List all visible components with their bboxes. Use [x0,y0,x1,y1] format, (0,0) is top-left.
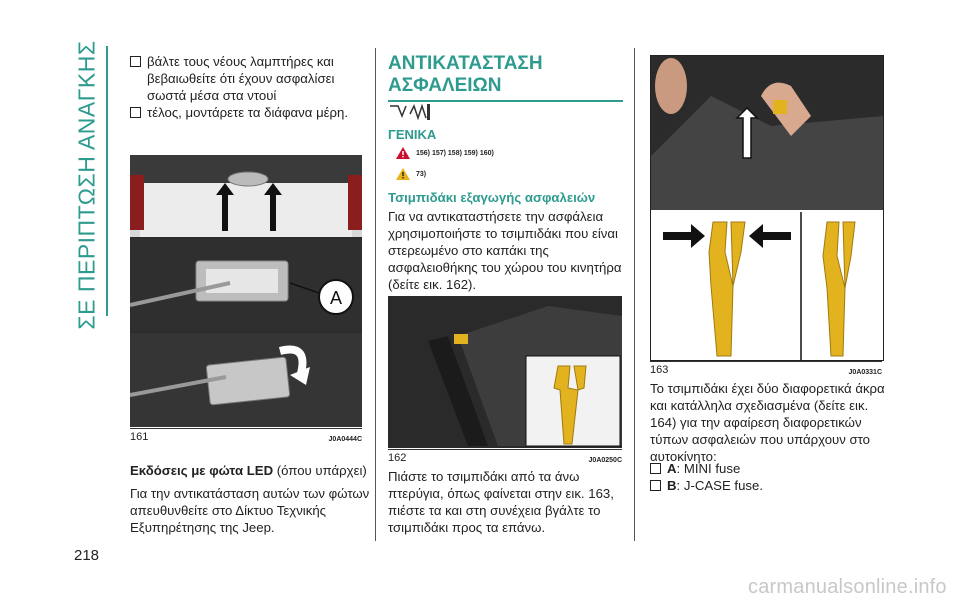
versions-paragraph: Για την αντικατάσταση αυτών των φώτων απ… [130,486,370,535]
fuse-icon [388,100,432,124]
figure-number: 162 [388,452,407,464]
item-key: B [667,478,677,493]
list-item: A: MINI fuse [650,460,886,477]
subheading: Τσιμπιδάκι εξαγωγής ασφαλειών [388,190,596,205]
list-item: B: J-CASE fuse. [650,477,886,494]
checkbox-bullet-icon [130,56,141,67]
bullet-text: βάλτε τους νέους λαμπτήρες και βεβαιωθεί… [147,54,335,103]
figure-161-image: A [130,155,362,427]
warning-row: 156) 157) 158) 159) 160) [396,147,494,159]
col3-paragraph: Το τσιμπιδάκι έχει δύο διαφορετικά άκρα … [650,381,885,464]
figure-number: 163 [650,364,669,376]
column-divider [634,48,635,541]
page-number: 218 [74,547,100,564]
item-key: A [667,461,677,476]
figure-code: J0A0444C [328,436,362,443]
engine-bay-illustration [388,296,622,448]
col2-paragraph1: Για να αντικαταστήσετε την ασφάλεια χρησ… [388,209,622,292]
figure-162-image [388,296,622,448]
checkbox-bullet-icon [650,463,661,474]
versions-heading: Εκδόσεις με φώτα LED [130,463,274,478]
checkbox-bullet-icon [130,107,141,118]
section-side-title-text: ΣΕ ΠΕΡΙΠΤΩΣΗ ΑΝΑΓΚΗΣ [73,40,100,330]
col2-paragraph2: Πιάστε το τσιμπιδάκι από τα άνω πτερύγια… [388,469,614,535]
callout-a: A [330,288,342,308]
col1-versions: Εκδόσεις με φώτα LED (όπου υπάρχει) Για … [130,462,370,536]
item-text: : MINI fuse [676,461,741,476]
general-heading: ΓΕΝΙΚΑ [388,127,437,142]
bullet-text: τέλος, μοντάρετε τα διάφανα μέρη. [147,105,349,120]
warning-icon [396,147,410,159]
list-item: τέλος, μοντάρετε τα διάφανα μέρη. [130,104,365,121]
item-text: : J-CASE fuse. [676,478,764,493]
title-underline [388,100,623,102]
column-divider [375,48,376,541]
versions-note: (όπου υπάρχει) [276,463,367,478]
caution-row: 73) [396,168,426,180]
side-divider [106,46,108,316]
checkbox-bullet-icon [650,480,661,491]
watermark: carmanualsonline.info [748,576,947,598]
caution-refs: 73) [416,170,427,178]
col1-bullets: βάλτε τους νέους λαμπτήρες και βεβαιωθεί… [130,53,365,121]
section-side-title: ΣΕ ΠΕΡΙΠΤΩΣΗ ΑΝΑΓΚΗΣ [70,40,104,329]
col2-title-block: ΑΝΤΙΚΑΤΑΣΤΑΣΗ ΑΣΦΑΛΕΙΩΝ [388,53,623,102]
figure-163-image [650,55,884,361]
warning-refs: 156) 157) 158) 159) 160) [416,149,494,157]
figure-161-caption: 161 J0A0444C [130,428,362,443]
figure-code: J0A0331C [848,369,882,376]
list-item: βάλτε τους νέους λαμπτήρες και βεβαιωθεί… [130,53,365,104]
section-title-line1: ΑΝΤΙΚΑΤΑΣΤΑΣΗ [388,53,543,74]
figure-code: J0A0250C [588,457,622,464]
fuse-puller-illustration [651,56,883,360]
caution-icon [396,168,410,180]
section-title-line2: ΑΣΦΑΛΕΙΩΝ [388,75,502,96]
tail-light-illustration: A [130,155,362,427]
figure-163-caption: 163 J0A0331C [650,361,882,376]
col3-list: A: MINI fuse B: J-CASE fuse. [650,460,886,494]
figure-162-caption: 162 J0A0250C [388,449,622,464]
figure-number: 161 [130,431,149,443]
